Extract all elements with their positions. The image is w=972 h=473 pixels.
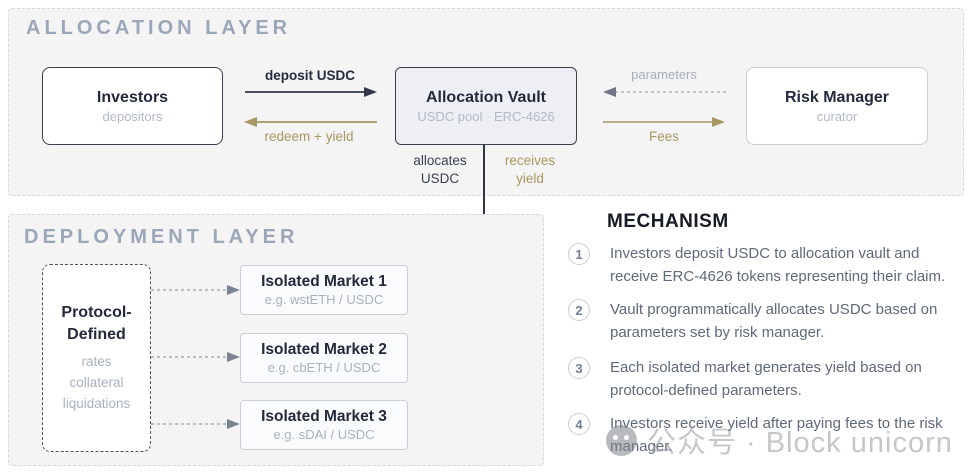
investors-title: Investors xyxy=(96,88,169,106)
deposit-usdc-label: deposit USDC xyxy=(264,68,355,83)
protocol-item-liquidations: liquidations xyxy=(62,396,131,411)
step-4-text: Investors receive yield after paying fee… xyxy=(610,415,943,455)
parameters-label: parameters xyxy=(631,67,697,82)
mechanism-step-3: 3 Each isolated market generates yield b… xyxy=(568,357,962,402)
fees-label: Fees xyxy=(648,129,679,144)
step-4-number-badge: 4 xyxy=(568,413,590,435)
allocation-vault-box: Allocation Vault USDC pool · ERC-4626 xyxy=(395,67,577,145)
isolated-market-1-title: Isolated Market 1 xyxy=(261,273,387,290)
redeem-yield-label: redeem + yield xyxy=(264,129,354,144)
step-1-text: Investors deposit USDC to allocation vau… xyxy=(610,245,946,285)
protocol-to-market-3-arrow-icon xyxy=(151,419,240,429)
isolated-market-3-subtitle: e.g. sDAI / USDC xyxy=(273,427,375,442)
mechanism-step-4: 4 Investors receive yield after paying f… xyxy=(568,413,962,458)
allocates-usdc-label: allocates USDC xyxy=(413,153,467,186)
fees-arrow-icon xyxy=(603,117,725,127)
deployment-layer-title: DEPLOYMENT LAYER xyxy=(24,226,299,248)
protocol-defined-title: Protocol- Defined xyxy=(61,304,132,343)
isolated-market-1-box: Isolated Market 1 e.g. wstETH / USDC xyxy=(240,265,408,315)
isolated-market-1-subtitle: e.g. wstETH / USDC xyxy=(264,292,384,307)
risk-manager-subtitle: curator xyxy=(816,108,858,124)
protocol-to-market-1-arrow-icon xyxy=(151,285,240,295)
isolated-market-2-title: Isolated Market 2 xyxy=(261,341,387,358)
step-1-number-badge: 1 xyxy=(568,243,590,265)
redeem-yield-arrow-icon xyxy=(244,117,377,127)
receives-yield-label: receives yield xyxy=(504,153,556,186)
risk-manager-title: Risk Manager xyxy=(784,88,890,106)
isolated-market-3-title: Isolated Market 3 xyxy=(261,408,387,425)
protocol-defined-items: rates collateral liquidations xyxy=(63,351,131,414)
step-3-text: Each isolated market generates yield bas… xyxy=(610,359,922,399)
protocol-to-market-2-arrow-icon xyxy=(151,352,240,362)
parameters-arrow-icon xyxy=(603,87,727,97)
isolated-market-3-box: Isolated Market 3 e.g. sDAI / USDC xyxy=(240,400,408,450)
allocation-vault-subtitle: USDC pool · ERC-4626 xyxy=(417,108,555,124)
investors-box: Investors depositors xyxy=(42,67,223,145)
protocol-item-rates: rates xyxy=(81,354,112,369)
allocation-vault-title: Allocation Vault xyxy=(425,88,546,106)
deposit-arrow-icon xyxy=(245,87,377,97)
mechanism-step-1: 1 Investors deposit USDC to allocation v… xyxy=(568,243,962,288)
isolated-market-2-subtitle: e.g. cbETH / USDC xyxy=(267,360,381,375)
mechanism-title: MECHANISM xyxy=(607,211,729,232)
investors-subtitle: depositors xyxy=(102,108,163,124)
protocol-item-collateral: collateral xyxy=(69,375,124,390)
risk-manager-box: Risk Manager curator xyxy=(746,67,928,145)
mechanism-step-2: 2 Vault programmatically allocates USDC … xyxy=(568,299,962,344)
step-2-text: Vault programmatically allocates USDC ba… xyxy=(610,301,938,341)
protocol-defined-box: Protocol- Defined rates collateral liqui… xyxy=(42,264,151,452)
step-2-number-badge: 2 xyxy=(568,299,590,321)
allocation-layer-title: ALLOCATION LAYER xyxy=(26,17,292,39)
isolated-market-2-box: Isolated Market 2 e.g. cbETH / USDC xyxy=(240,333,408,383)
step-3-number-badge: 3 xyxy=(568,357,590,379)
